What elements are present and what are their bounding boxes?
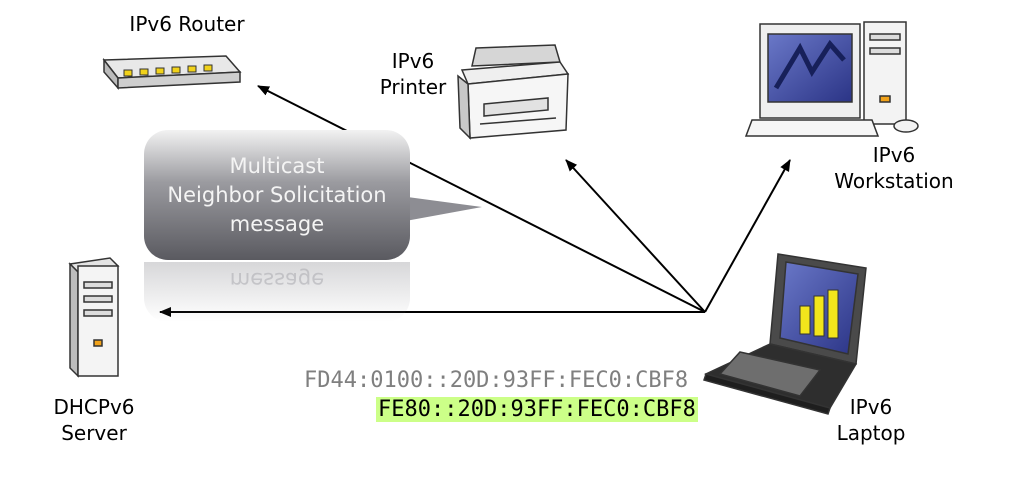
server-label-line-1: DHCPv6 [53,395,135,419]
workstation-icon [744,21,919,137]
callout-bubble: Multicast Neighbor Solicitation message [144,130,410,260]
workstation-label-line-2: Workstation [834,169,954,193]
callout-line-1: Multicast [229,154,325,178]
server-label: DHCPv6 Server [44,394,144,446]
arrows [159,85,791,317]
callout-tail [400,196,482,222]
callout-reflection-text: message [229,268,325,292]
arrow-to-printer [565,159,706,313]
printer-label: IPv6 Printer [368,48,458,100]
router-label: IPv6 Router [129,12,245,36]
laptop-label-line-2: Laptop [836,421,906,445]
laptop-label-line-1: IPv6 [849,395,893,419]
workstation-label: IPv6 Workstation [824,142,964,194]
printer-label-line-2: Printer [379,75,447,99]
callout-reflection: message [144,262,410,322]
printer-icon [457,44,570,140]
laptop-icon [703,253,867,415]
callout-line-3: message [229,212,325,236]
link-local-address: FE80::20D:93FF:FEC0:CBF8 [376,397,698,422]
arrow-to-router [257,85,706,313]
workstation-label-line-1: IPv6 [872,143,916,167]
router-icon [102,55,242,90]
server-label-line-2: Server [61,421,127,445]
laptop-label: IPv6 Laptop [826,394,916,446]
printer-label-line-1: IPv6 [391,49,435,73]
global-address: FD44:0100::20D:93FF:FEC0:CBF8 [304,368,689,393]
server-icon [68,257,120,378]
callout-line-2: Neighbor Solicitation [167,183,387,207]
arrow-to-workstation [704,159,791,313]
